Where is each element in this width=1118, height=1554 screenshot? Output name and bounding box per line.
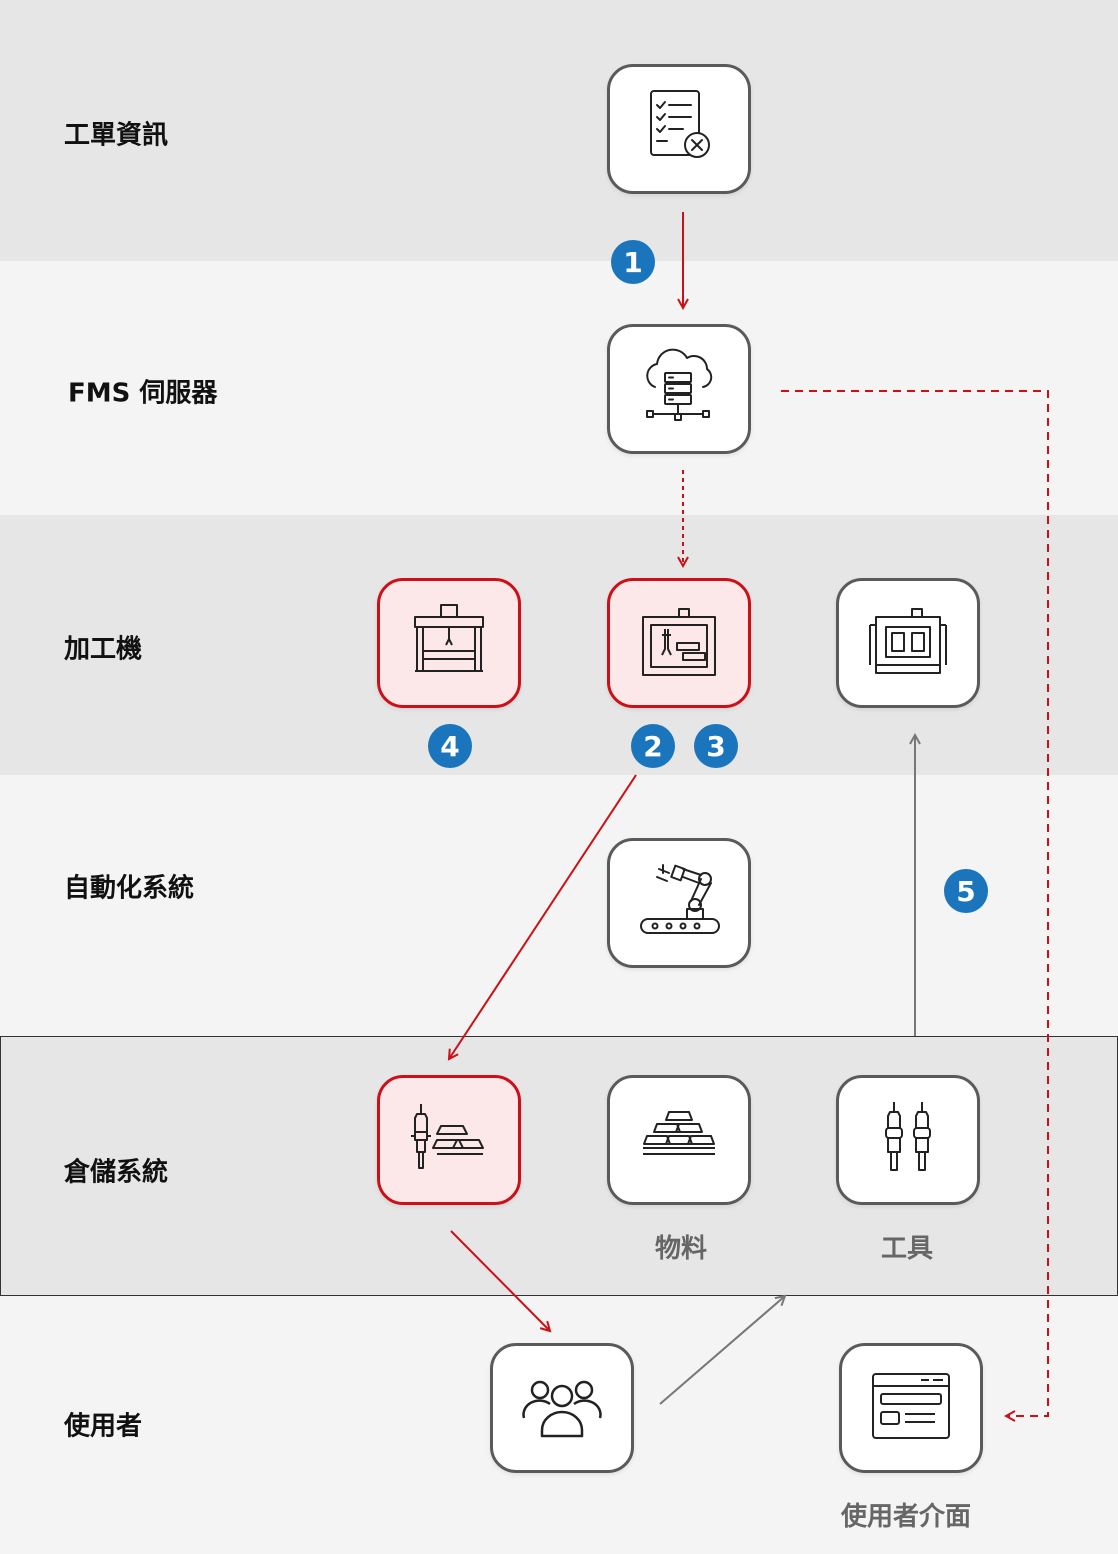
- step-badge-2: 2: [631, 724, 675, 768]
- tool-and-material-icon: [403, 1092, 495, 1188]
- cloud-server-icon: [633, 341, 725, 437]
- user-interface-node[interactable]: [839, 1343, 983, 1473]
- arrow-server-to-user-interface: [781, 390, 1049, 1416]
- work-order-node[interactable]: [607, 64, 751, 194]
- storage-node-material[interactable]: [607, 1075, 751, 1205]
- step-badge-4: 4: [428, 724, 472, 768]
- arrow-storage-to-user: [450, 1230, 550, 1331]
- step-badge-1: 1: [611, 240, 655, 284]
- browser-window-icon: [865, 1360, 957, 1456]
- gantry-machine-icon: [403, 595, 495, 691]
- fms-server-node[interactable]: [607, 324, 751, 454]
- row-label-machine: 加工機: [64, 634, 143, 665]
- automation-node[interactable]: [607, 838, 751, 968]
- band-automation: [0, 775, 1118, 1036]
- row-label-user: 使用者: [64, 1411, 143, 1442]
- machine-node-cnc[interactable]: [607, 578, 751, 708]
- caption-material: 物料: [654, 1234, 708, 1264]
- row-label-fms-server: FMS 伺服器: [68, 378, 218, 409]
- arrow-user-to-storage: [659, 1296, 785, 1405]
- step-badge-3: 3: [694, 724, 738, 768]
- band-fms-server: [0, 261, 1118, 515]
- storage-node-tool[interactable]: [836, 1075, 980, 1205]
- user-group-icon: [516, 1360, 608, 1456]
- tool-holders-icon: [862, 1092, 954, 1188]
- row-label-storage: 倉儲系統: [64, 1157, 169, 1188]
- band-work-order: [0, 0, 1118, 261]
- storage-node-combo[interactable]: [377, 1075, 521, 1205]
- caption-user-interface: 使用者介面: [840, 1502, 972, 1532]
- robot-arm-conveyor-icon: [633, 855, 725, 951]
- arrow-machine-to-storage: [449, 774, 637, 1059]
- row-label-work-order: 工單資訊: [64, 120, 169, 151]
- material-bars-icon: [633, 1092, 725, 1188]
- cnc-machine-icon: [633, 595, 725, 691]
- machine-node-center[interactable]: [836, 578, 980, 708]
- row-label-automation: 自動化系統: [64, 873, 195, 904]
- caption-tool: 工具: [880, 1234, 934, 1264]
- machine-node-gantry[interactable]: [377, 578, 521, 708]
- user-node[interactable]: [490, 1343, 634, 1473]
- step-badge-5: 5: [944, 869, 988, 913]
- machining-center-icon: [862, 595, 954, 691]
- checklist-cancel-icon: [633, 81, 725, 177]
